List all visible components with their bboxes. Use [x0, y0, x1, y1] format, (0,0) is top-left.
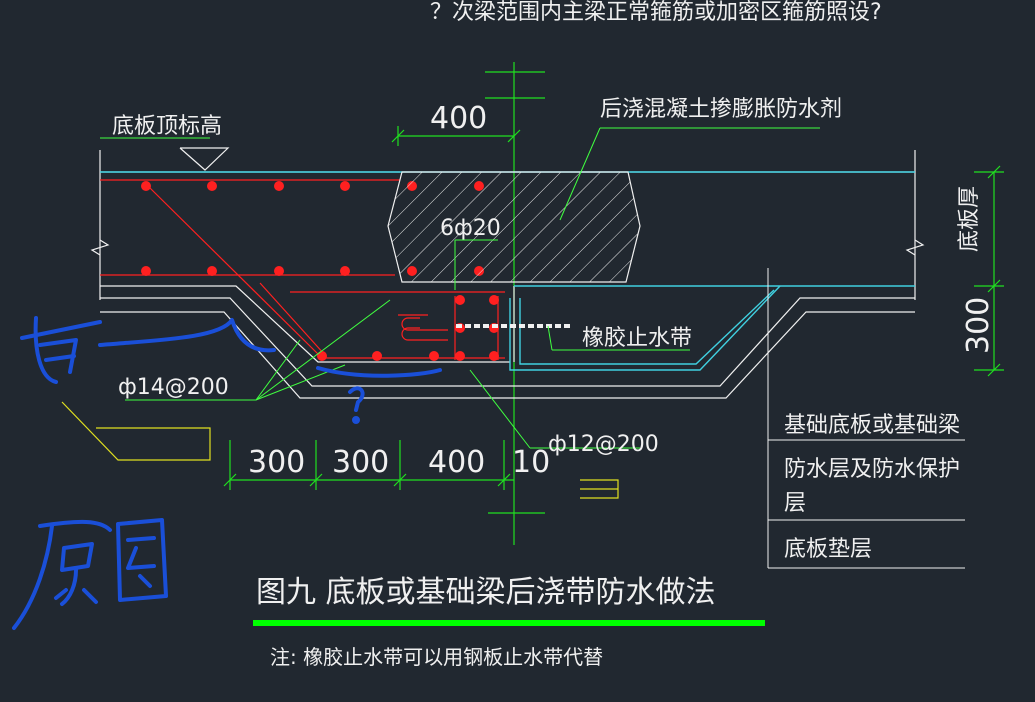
top-question-text: ？次梁范围内主梁正常箍筋或加密区箍筋照设? — [430, 0, 882, 25]
dim-top-width: 400 — [430, 101, 487, 136]
label-foundation-slab: 基础底板或基础梁 — [784, 413, 960, 438]
label-rebar-d12-200: ф12@200 — [548, 432, 659, 457]
label-slab-thickness: 底板厚 — [957, 186, 982, 252]
leader-lines — [100, 127, 820, 449]
dimension-lines — [223, 126, 1004, 490]
dim-bottom-b: 300 — [332, 445, 389, 480]
figure-note: 注: 橡胶止水带可以用钢板止水带代替 — [270, 645, 603, 669]
handwritten-annotations — [12, 316, 442, 630]
label-waterproof-layer-2: 层 — [784, 491, 806, 516]
label-rubber-waterstop: 橡胶止水带 — [582, 326, 692, 351]
label-cushion: 底板垫层 — [784, 537, 872, 562]
dim-right-depth: 300 — [961, 297, 996, 354]
dim-bottom-c: 400 — [428, 445, 485, 480]
figure-title: 图九 底板或基础梁后浇带防水做法 — [256, 575, 716, 610]
title-underline — [253, 620, 765, 626]
label-waterproof-layer-1: 防水层及防水保护 — [784, 457, 960, 482]
label-post-cast-concrete: 后浇混凝土掺膨胀防水剂 — [600, 97, 842, 122]
label-slab-top-elev: 底板顶标高 — [112, 114, 222, 139]
yellow-marks — [61, 401, 619, 499]
dim-bottom-a: 300 — [248, 445, 305, 480]
post-cast-zone — [387, 171, 641, 283]
dim-bottom-d: 10 — [512, 445, 550, 480]
legend-lines — [767, 268, 965, 569]
label-rebar-d14-200: ф14@200 — [118, 375, 229, 400]
label-rebar-6d20: 6ф20 — [440, 216, 501, 241]
